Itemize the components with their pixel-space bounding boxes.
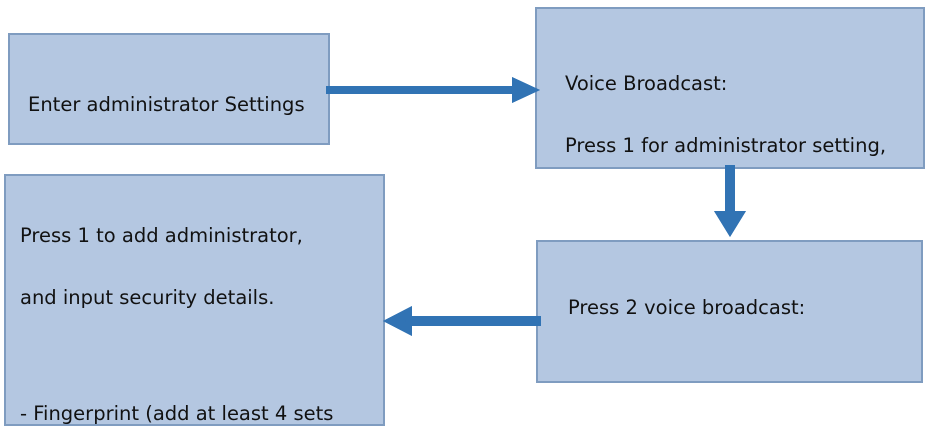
flow-node-enter-administrator-settings[interactable]: Enter administrator Settings (Step One): [8, 33, 330, 145]
flow-node-press-2-voice-broadcast-item-a: a.Press 1 to add user: [568, 354, 921, 381]
arrow-left-press-2-to-press-1-add-administrator: [383, 306, 541, 336]
flow-node-press-1-add-administrator-line-3: - Fingerprint (add at least 4 sets: [20, 402, 334, 425]
arrow-down-voice-broadcast-to-press-2: [714, 165, 746, 237]
flow-node-voice-broadcast-line-1: Voice Broadcast:: [565, 72, 728, 95]
flow-node-voice-broadcast-line-2: Press 1 for administrator setting,: [565, 134, 887, 157]
flow-node-press-2-voice-broadcast[interactable]: Press 2 voice broadcast: a.Press 1 to ad…: [536, 240, 923, 383]
flow-node-press-1-add-administrator-line-1: Press 1 to add administrator,: [20, 224, 303, 247]
arrow-right-enter-settings-to-voice-broadcast: [326, 77, 540, 103]
paragraph-spacer: [20, 344, 383, 367]
flow-node-press-2-voice-broadcast-heading: Press 2 voice broadcast:: [568, 296, 806, 319]
flow-node-press-1-add-administrator[interactable]: Press 1 to add administrator, and input …: [4, 174, 385, 426]
flow-node-press-1-add-administrator-line-2: and input security details.: [20, 286, 275, 309]
flowchart-canvas: Enter administrator Settings (Step One) …: [4, 7, 925, 426]
flow-node-enter-administrator-settings-line-1: Enter administrator Settings: [28, 93, 305, 116]
flow-node-voice-broadcast[interactable]: Voice Broadcast: Press 1 for administrat…: [535, 7, 925, 169]
